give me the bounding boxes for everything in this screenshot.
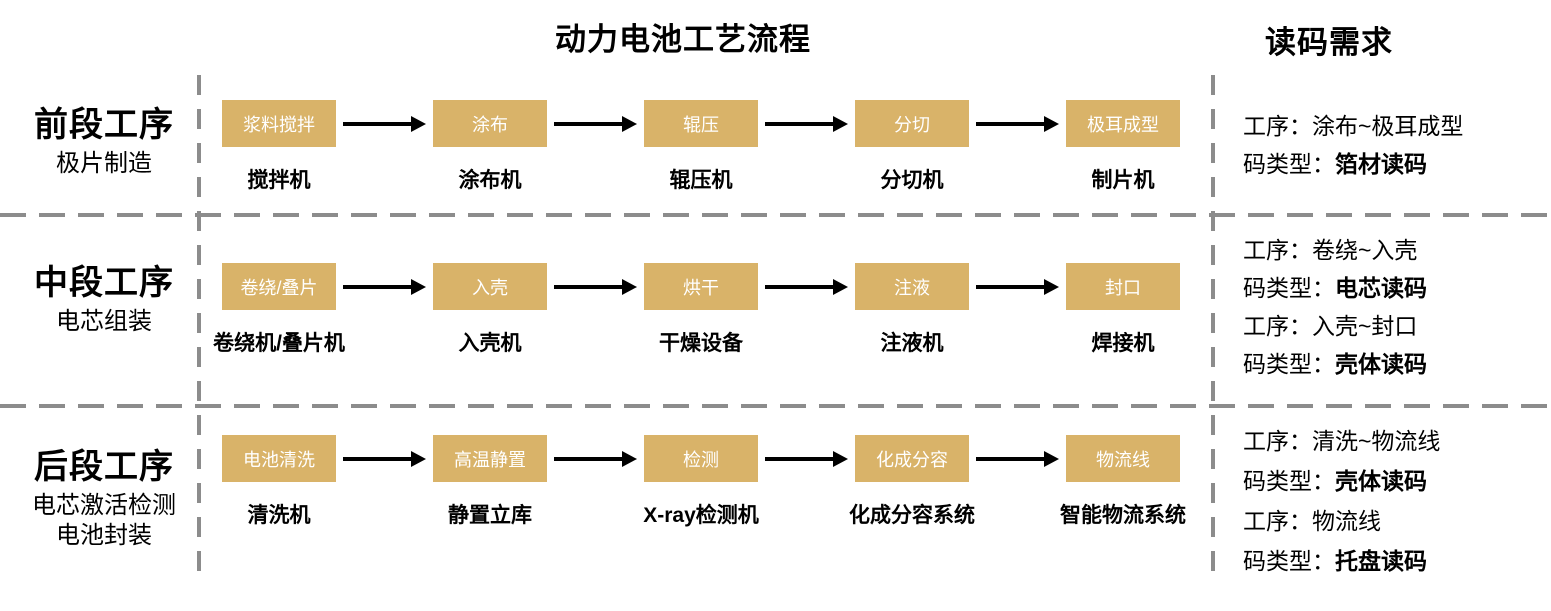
- machine-label: 制片机: [1091, 169, 1155, 192]
- station: 分切 分切机: [855, 100, 969, 194]
- process-box: 高温静置: [433, 435, 547, 482]
- process-box: 极耳成型: [1066, 100, 1180, 147]
- req-process-line: 工序：物流线: [1243, 508, 1381, 534]
- req-codetype-line: 码类型：壳体读码: [1243, 351, 1427, 377]
- machine-label: 智能物流系统: [1060, 504, 1186, 527]
- req-codetype-line: 码类型：电芯读码: [1243, 275, 1427, 301]
- machine-label: 注液机: [880, 332, 944, 355]
- arrow-right-icon: [547, 435, 644, 482]
- machine-label: X-ray检测机: [643, 504, 759, 527]
- stage-title: 中段工序: [34, 264, 174, 302]
- machine-label: 化成分容系统: [849, 504, 975, 527]
- arrow-right-icon: [758, 263, 855, 310]
- req-process-line: 工序：卷绕~入壳: [1243, 237, 1418, 263]
- process-box: 浆料搅拌: [222, 100, 336, 147]
- stage-subtitle: 电池封装: [56, 522, 152, 549]
- station: 封口 焊接机: [1066, 263, 1180, 357]
- req-process-line: 工序：涂布~极耳成型: [1243, 113, 1464, 139]
- station: 检测 X-ray检测机: [643, 435, 759, 529]
- arrow-right-icon: [336, 263, 433, 310]
- process-box: 检测: [644, 435, 758, 482]
- station: 注液 注液机: [855, 263, 969, 357]
- stage-title: 前段工序: [34, 106, 174, 144]
- req-codetype-line: 码类型：箔材读码: [1243, 151, 1427, 177]
- arrow-right-icon: [969, 263, 1066, 310]
- flow-title: 动力电池工艺流程: [555, 22, 811, 57]
- stage-subtitle: 极片制造: [56, 150, 152, 177]
- machine-label: 清洗机: [247, 504, 311, 527]
- machine-label: 搅拌机: [247, 169, 311, 192]
- station: 高温静置 静置立库: [433, 435, 547, 529]
- station: 烘干 干燥设备: [644, 263, 758, 357]
- stage-label-middle: 中段工序 电芯组装: [0, 261, 208, 335]
- process-box: 分切: [855, 100, 969, 147]
- process-box: 电池清洗: [222, 435, 336, 482]
- req-process-line: 工序：入壳~封口: [1243, 313, 1418, 339]
- process-box: 辊压: [644, 100, 758, 147]
- process-box: 卷绕/叠片: [222, 263, 336, 310]
- arrow-right-icon: [969, 435, 1066, 482]
- stage-subtitle: 电芯组装: [56, 308, 152, 335]
- process-box: 注液: [855, 263, 969, 310]
- process-box: 封口: [1066, 263, 1180, 310]
- station: 化成分容 化成分容系统: [849, 435, 975, 529]
- arrow-right-icon: [969, 100, 1066, 147]
- machine-label: 涂布机: [458, 169, 522, 192]
- arrow-right-icon: [336, 435, 433, 482]
- flow-row-front: 浆料搅拌 搅拌机 涂布 涂布机 辊压 辊压机 分切 分切机 极耳成型 制片机: [222, 100, 1180, 194]
- divider-horizontal-row1: [0, 213, 1551, 217]
- station: 涂布 涂布机: [433, 100, 547, 194]
- machine-label: 卷绕机/叠片机: [213, 332, 345, 355]
- requirements-block-back: 工序：清洗~物流线 码类型：壳体读码 工序：物流线 码类型：托盘读码: [1243, 421, 1440, 581]
- station: 辊压 辊压机: [644, 100, 758, 194]
- station: 物流线 智能物流系统: [1060, 435, 1186, 529]
- process-box: 入壳: [433, 263, 547, 310]
- flow-row-back: 电池清洗 清洗机 高温静置 静置立库 检测 X-ray检测机 化成分容 化成分容…: [222, 435, 1186, 529]
- flow-row-middle: 卷绕/叠片 卷绕机/叠片机 入壳 入壳机 烘干 干燥设备 注液 注液机 封口 焊…: [213, 263, 1180, 357]
- process-box: 烘干: [644, 263, 758, 310]
- arrow-right-icon: [758, 435, 855, 482]
- req-process-line: 工序：清洗~物流线: [1243, 428, 1441, 454]
- divider-vertical-right: [1211, 75, 1215, 580]
- machine-label: 焊接机: [1091, 332, 1155, 355]
- stage-subtitle: 电芯激活检测: [32, 492, 176, 519]
- arrow-right-icon: [336, 100, 433, 147]
- arrow-right-icon: [758, 100, 855, 147]
- divider-horizontal-row2: [0, 404, 1551, 408]
- req-codetype-line: 码类型：壳体读码: [1243, 468, 1427, 494]
- machine-label: 干燥设备: [659, 332, 743, 355]
- divider-vertical-left: [197, 75, 201, 580]
- stage-label-front: 前段工序 极片制造: [0, 103, 208, 177]
- arrow-right-icon: [547, 263, 644, 310]
- process-box: 化成分容: [855, 435, 969, 482]
- stage-title: 后段工序: [34, 448, 174, 486]
- station: 极耳成型 制片机: [1066, 100, 1180, 194]
- station: 浆料搅拌 搅拌机: [222, 100, 336, 194]
- machine-label: 静置立库: [448, 504, 532, 527]
- station: 入壳 入壳机: [433, 263, 547, 357]
- requirements-block-middle: 工序：卷绕~入壳 码类型：电芯读码 工序：入壳~封口 码类型：壳体读码: [1243, 231, 1427, 383]
- arrow-right-icon: [547, 100, 644, 147]
- requirements-title: 读码需求: [1265, 25, 1393, 60]
- machine-label: 分切机: [880, 169, 944, 192]
- requirements-block-front: 工序：涂布~极耳成型 码类型：箔材读码: [1243, 107, 1463, 183]
- station: 电池清洗 清洗机: [222, 435, 336, 529]
- station: 卷绕/叠片 卷绕机/叠片机: [213, 263, 345, 357]
- process-box: 物流线: [1066, 435, 1180, 482]
- req-codetype-line: 码类型：托盘读码: [1243, 548, 1427, 574]
- machine-label: 入壳机: [458, 332, 522, 355]
- process-box: 涂布: [433, 100, 547, 147]
- machine-label: 辊压机: [669, 169, 733, 192]
- stage-label-back: 后段工序 电芯激活检测 电池封装: [0, 445, 208, 549]
